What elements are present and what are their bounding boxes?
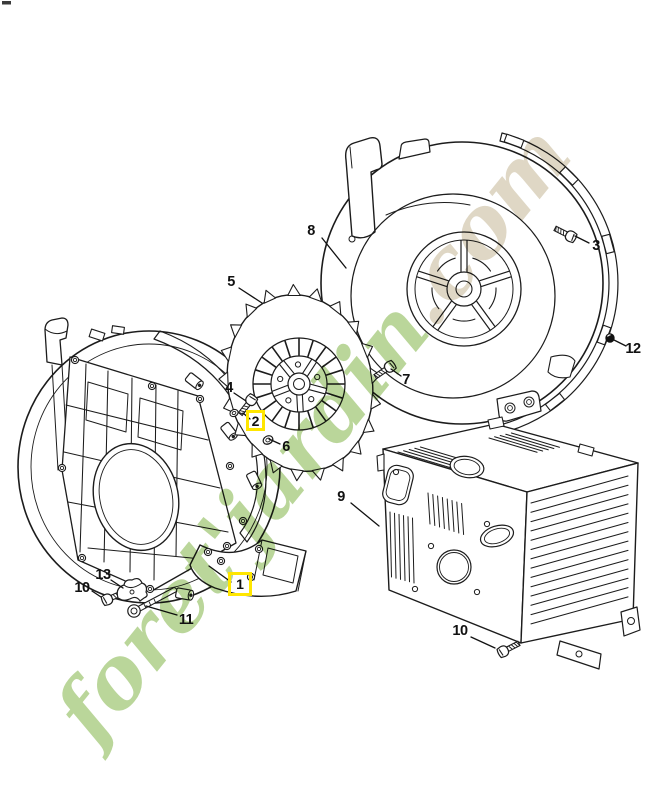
front-opening xyxy=(436,549,472,585)
callout-10-left: 10 xyxy=(74,580,90,596)
fan-hub xyxy=(252,337,346,431)
callout-7: 7 xyxy=(402,372,410,388)
callout-10-right: 10 xyxy=(452,623,468,639)
rim-tab xyxy=(503,133,615,412)
fan-housing-inner xyxy=(17,317,307,604)
fan-housing-outer-shell xyxy=(320,132,619,434)
callout-2: 2 xyxy=(251,412,260,429)
center-opening xyxy=(92,442,180,552)
outlet-duct xyxy=(189,539,307,597)
callout-leader-lines xyxy=(91,235,627,649)
callout-13: 13 xyxy=(95,567,111,583)
engine-cover xyxy=(376,416,641,670)
callout-4: 4 xyxy=(225,380,233,396)
scan-artifact xyxy=(2,1,11,5)
callout-3: 3 xyxy=(592,238,600,254)
intake-pipe xyxy=(44,317,69,366)
bolt-11 xyxy=(127,586,178,618)
callout-11: 11 xyxy=(178,612,194,628)
fan-grille xyxy=(416,239,512,331)
nut-4 xyxy=(229,408,239,418)
highlight-box-1[interactable]: 1 xyxy=(228,572,252,596)
fan-blade-teeth xyxy=(218,283,382,482)
top-opening xyxy=(449,455,485,479)
clamp-13 xyxy=(116,577,148,602)
callout-5: 5 xyxy=(227,274,235,290)
plug-12 xyxy=(605,333,615,343)
callout-6: 6 xyxy=(282,439,290,455)
callout-12: 12 xyxy=(625,341,641,357)
callout-9: 9 xyxy=(337,489,345,505)
callout-1: 1 xyxy=(236,576,244,592)
cover-bolt-holes xyxy=(392,468,491,596)
top-clip xyxy=(398,138,431,160)
highlight-box-2[interactable]: 2 xyxy=(246,410,265,431)
screw-10-right xyxy=(495,637,522,660)
callout-8: 8 xyxy=(307,223,315,239)
